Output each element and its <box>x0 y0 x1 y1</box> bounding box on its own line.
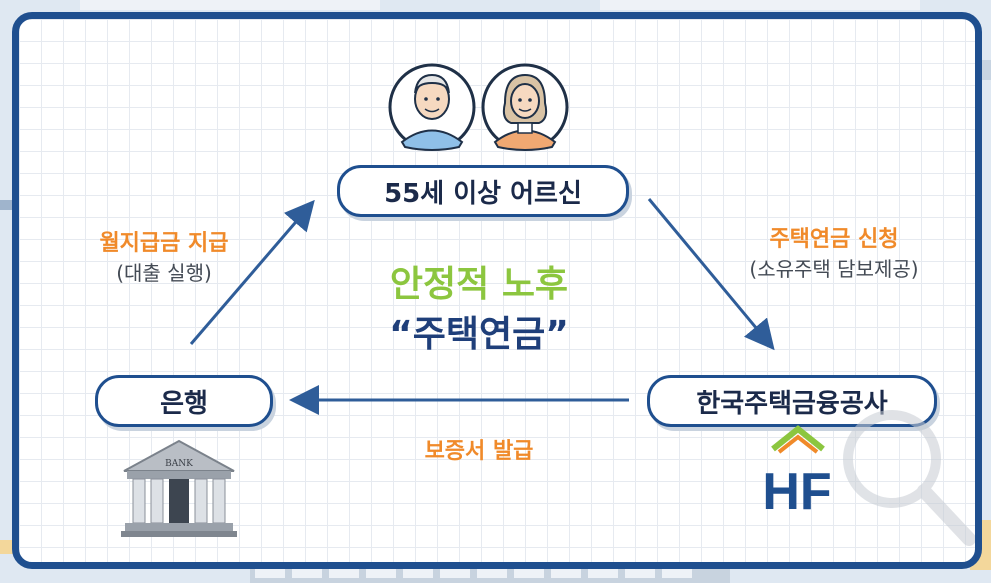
edge-left-sub: (대출 실행) <box>116 261 212 285</box>
grandfather-avatar <box>388 63 476 151</box>
arrow-seniors-to-hf <box>647 198 775 351</box>
hf-logo-text: HF <box>762 463 831 521</box>
bank-sign-text: BANK <box>165 459 193 469</box>
arrow-bank-to-seniors <box>189 199 315 345</box>
edge-bottom-label: 보증서 발급 <box>424 439 534 464</box>
edge-right-sub: (소유주택 담보제공) <box>749 257 919 281</box>
flow-arrows <box>189 198 775 415</box>
seniors-illustration <box>388 63 569 151</box>
node-seniors-label: 55세 이상 어르신 <box>384 178 582 209</box>
center-subtitle: “주택연금” <box>389 314 569 355</box>
node-hf-label: 한국주택금융공사 <box>696 388 888 419</box>
node-bank: 은행 <box>95 375 273 427</box>
node-bank-label: 은행 <box>160 388 208 419</box>
hf-logo: HF <box>762 410 975 546</box>
magnifier-icon <box>843 410 975 546</box>
diagram-card: 55세 이상 어르신 은행 한국주택금융공사 월지급금 지급 (대출 실행) 주… <box>12 12 982 569</box>
node-hf: 한국주택금융공사 <box>647 375 937 427</box>
grandmother-avatar <box>481 63 569 151</box>
edge-right-title: 주택연금 신청 <box>769 227 899 252</box>
edge-left-title: 월지급금 지급 <box>99 231 229 256</box>
bank-building-icon: BANK <box>121 439 237 537</box>
center-title: 안정적 노후 <box>389 264 569 305</box>
node-seniors: 55세 이상 어르신 <box>337 165 629 217</box>
